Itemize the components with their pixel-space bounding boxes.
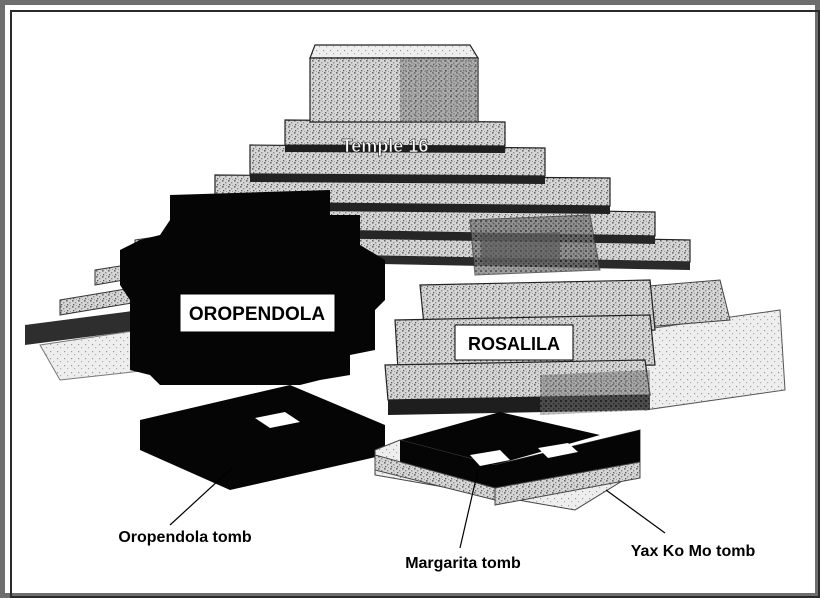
margarita-tomb-label: Margarita tomb [405,555,521,572]
temple-16-label: Temple 16 [342,136,429,156]
leader-lines [169,467,666,549]
rosalila-label: ROSALILA [468,334,560,354]
margarita-yax-ko-mo-platform [374,412,641,511]
rosalila-label-box [454,324,574,361]
oropendola-label: OROPENDOLA [189,304,325,325]
yax-ko-mo-tomb-leader [605,489,666,534]
oropendola-structure [120,190,385,385]
oropendola-tomb-leader [169,467,233,526]
oropendola-label-box [179,293,336,333]
oropendola-tomb-platform [140,385,385,490]
yax-ko-mo-tomb-label: Yax Ko Mo tomb [631,543,756,560]
image-inner-border [10,10,820,598]
margarita-tomb-leader [459,469,479,549]
oropendola-tomb-label: Oropendola tomb [118,529,252,546]
